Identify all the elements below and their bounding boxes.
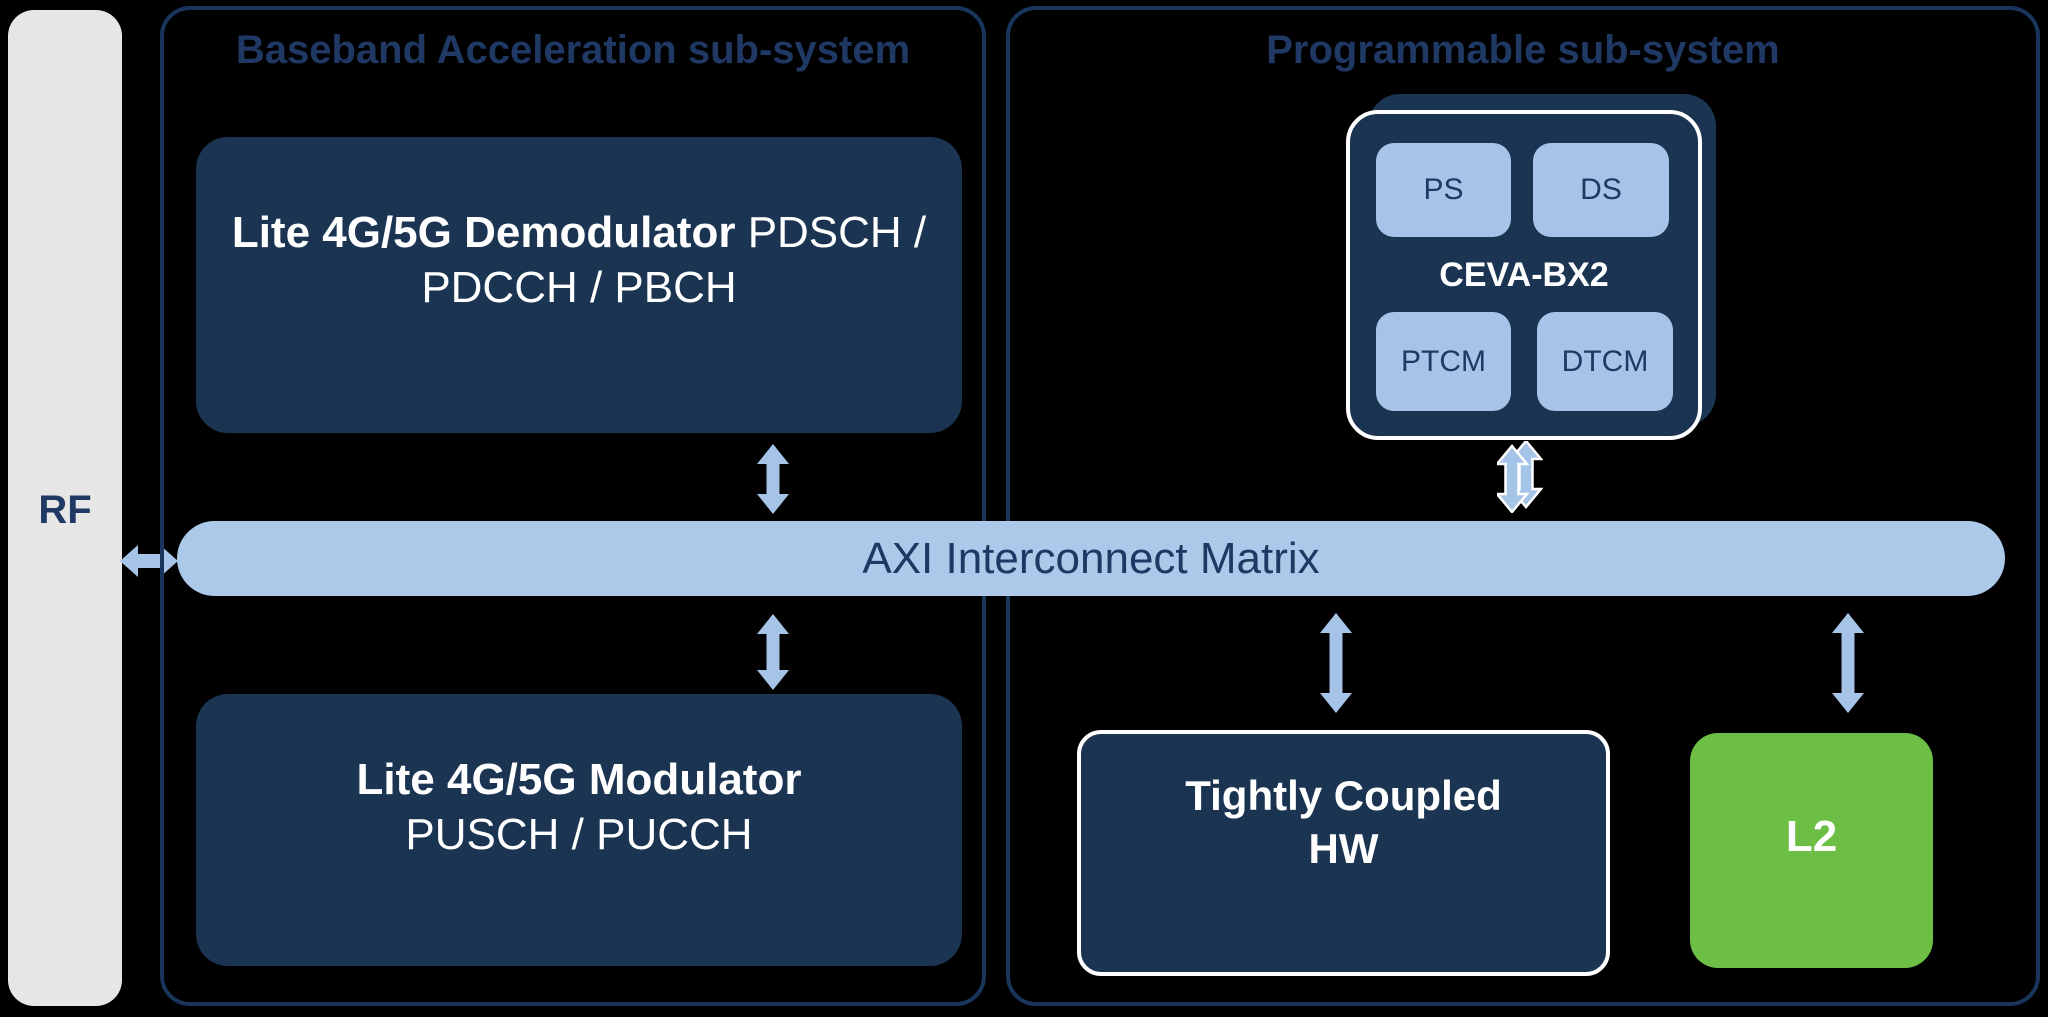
ptcm-memory-box: PTCM [1376, 312, 1511, 411]
axi-tchw-arrow-icon [1320, 613, 1352, 713]
rf-label: RF [38, 488, 92, 532]
demodulator-box: Lite 4G/5G Demodulator PDSCH / PDCCH / P… [196, 137, 962, 433]
ds-label: DS [1580, 173, 1622, 206]
dtcm-label: DTCM [1561, 344, 1649, 378]
axi-interconnect-bar: AXI Interconnect Matrix [177, 521, 2005, 596]
ps-memory-box: PS [1376, 143, 1511, 237]
l2-label: L2 [1785, 811, 1838, 861]
dtcm-memory-box: DTCM [1537, 312, 1673, 411]
baseband-subsystem: Baseband Acceleration sub-system [160, 6, 986, 1006]
programmable-title: Programmable sub-system [1266, 28, 1780, 72]
axi-label: AXI Interconnect Matrix [862, 533, 1320, 583]
ceva-bx2-label: CEVA-BX2 [1439, 256, 1609, 294]
modulator-channels: PUSCH / PUCCH [405, 810, 753, 859]
programmable-subsystem: Programmable sub-system [1006, 6, 2040, 1006]
tightly-coupled-hw-box: Tightly Coupled HW [1077, 730, 1610, 976]
axi-l2-arrow-icon [1832, 613, 1864, 713]
tchw-label-line2: HW [1308, 825, 1379, 872]
modulator-label: Lite 4G/5G Modulator [356, 755, 802, 804]
ps-label: PS [1423, 173, 1464, 206]
demodulator-label: Lite 4G/5G Demodulator PDSCH / [231, 208, 927, 257]
demodulator-channels: PDCCH / PBCH [421, 263, 737, 312]
ceva-bx2-block: PS DS CEVA-BX2 PTCM DTCM [1346, 110, 1702, 440]
modulator-box: Lite 4G/5G Modulator PUSCH / PUCCH [196, 694, 962, 966]
ptcm-label: PTCM [1401, 344, 1486, 378]
l2-box: L2 [1690, 733, 1933, 968]
rf-block: RF [8, 10, 122, 1006]
axi-modulator-arrow-icon [757, 614, 789, 690]
ceva-axi-arrow-icon [1497, 441, 1543, 513]
demod-axi-arrow-icon [757, 444, 789, 514]
tchw-label-line1: Tightly Coupled [1185, 772, 1502, 819]
baseband-title: Baseband Acceleration sub-system [235, 28, 911, 72]
ds-memory-box: DS [1533, 143, 1669, 237]
